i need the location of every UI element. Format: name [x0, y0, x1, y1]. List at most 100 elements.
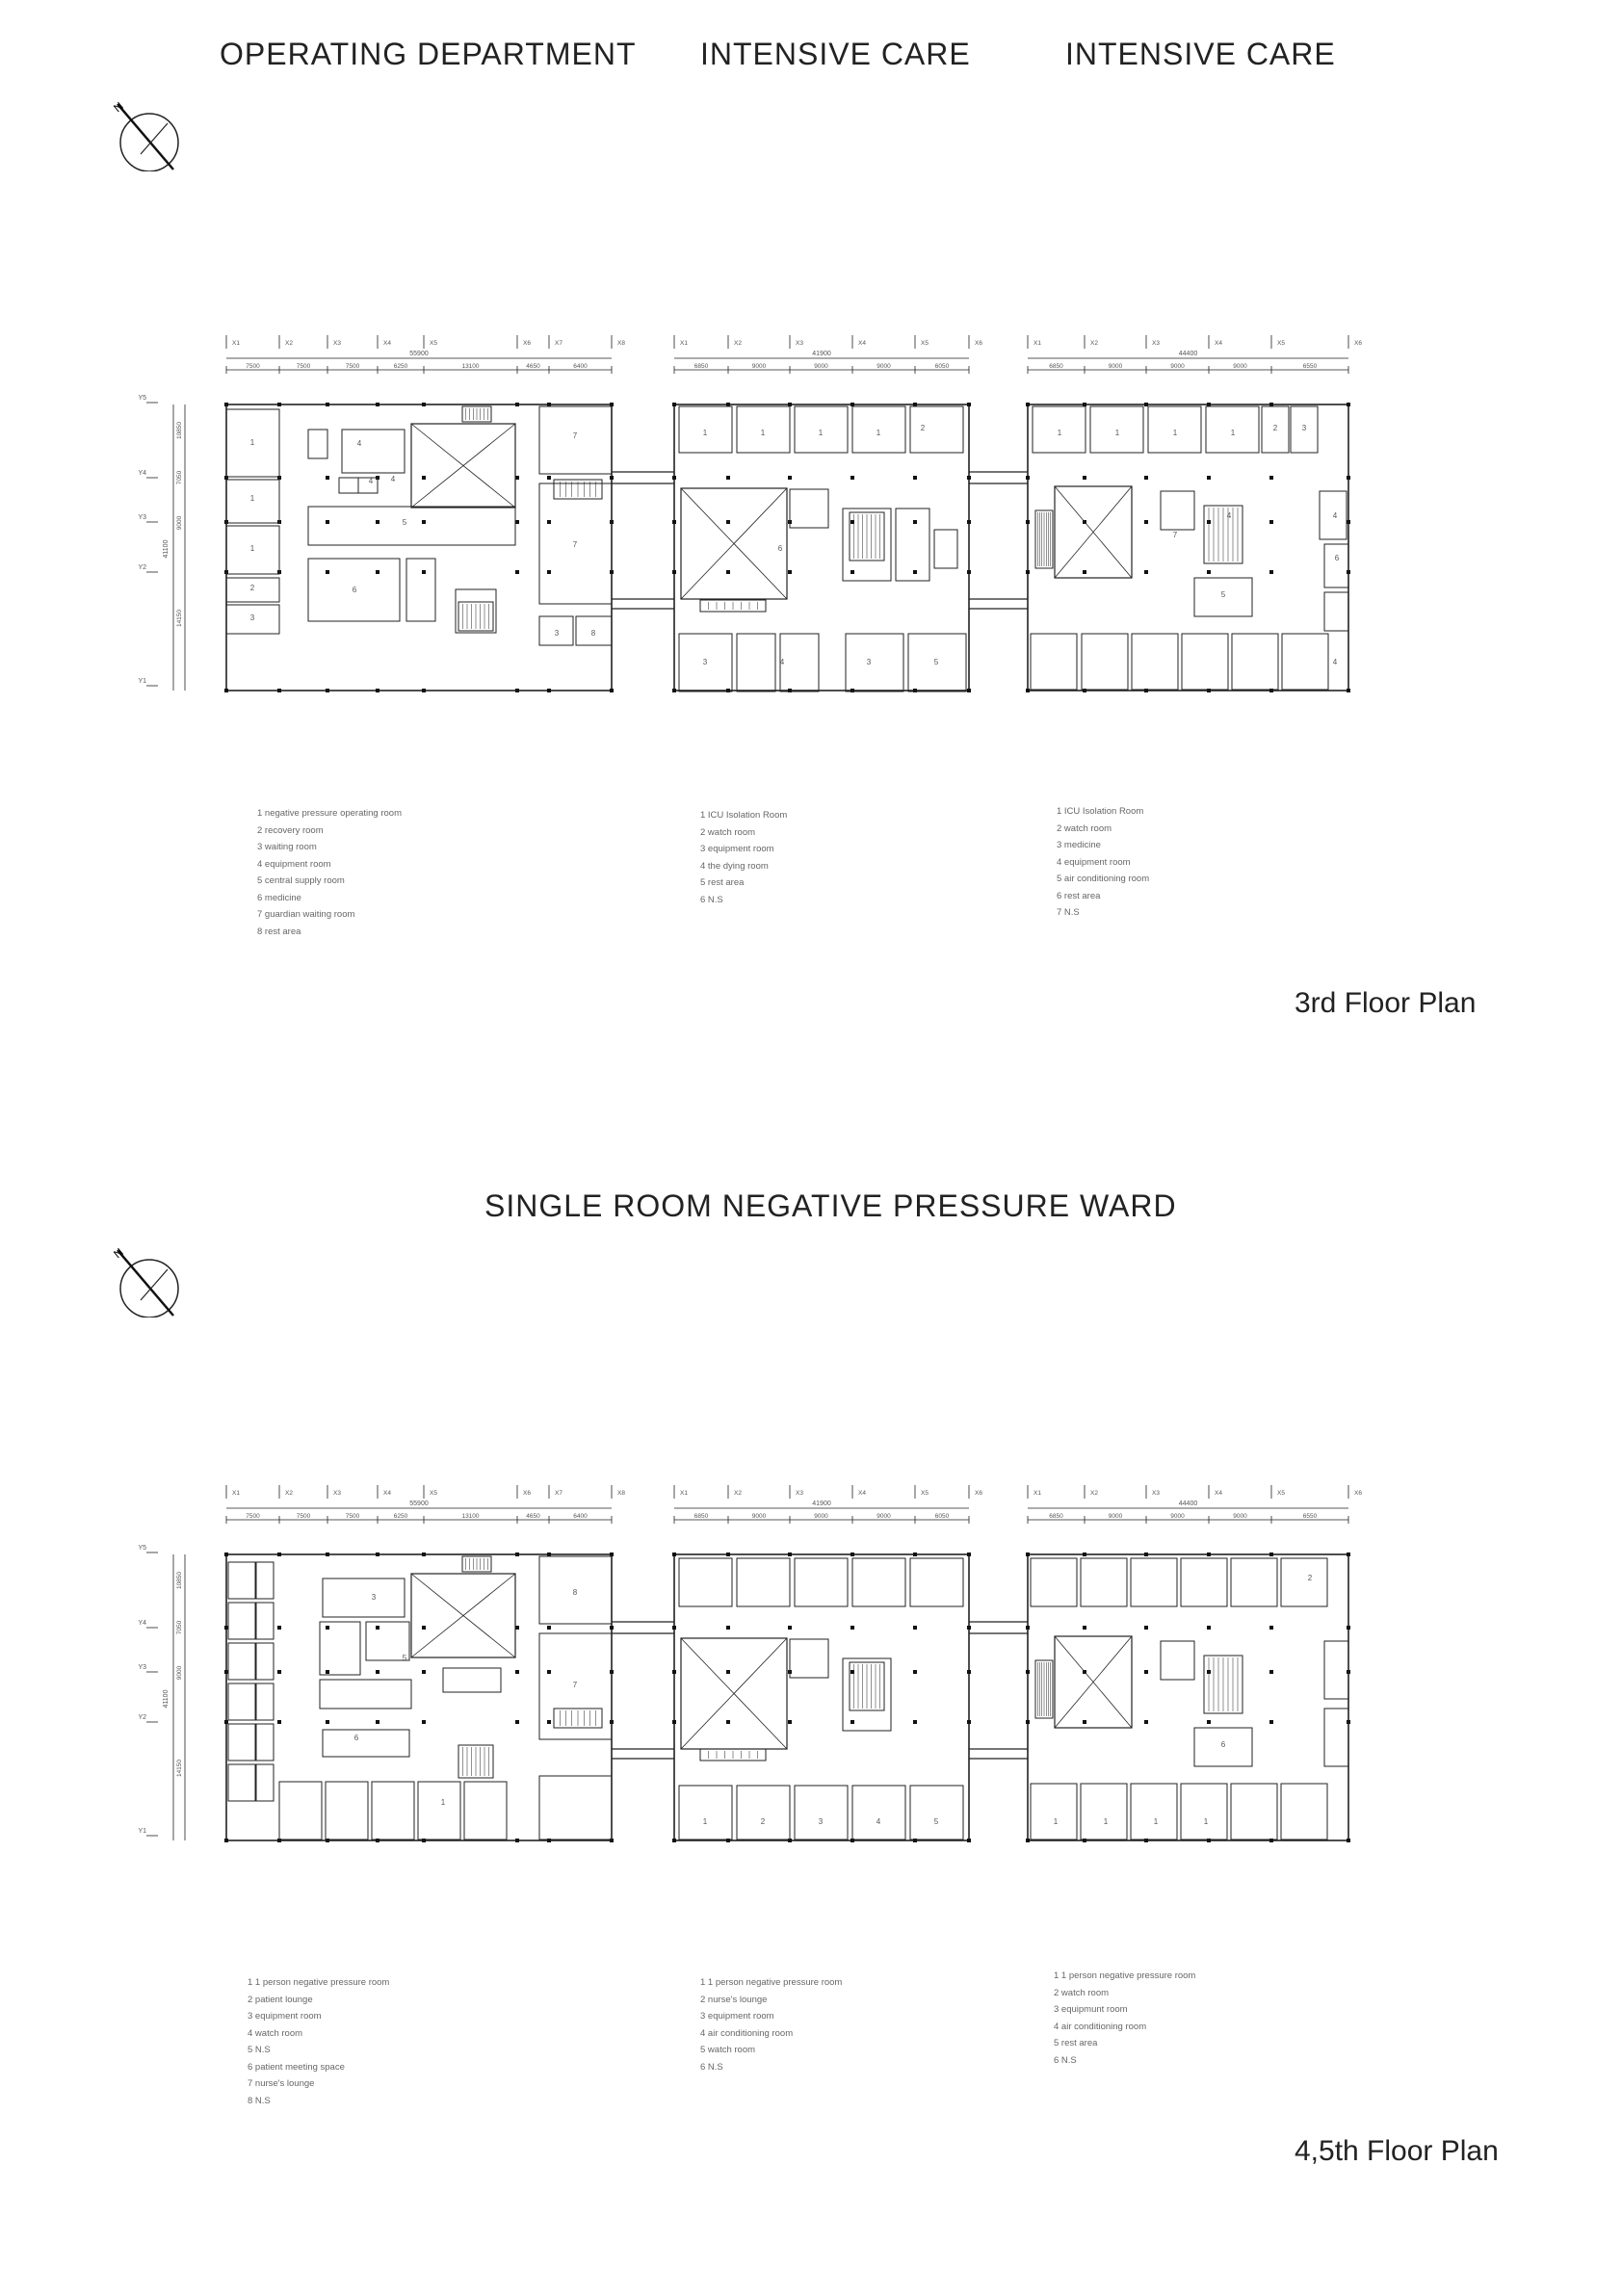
- room: [1130, 1557, 1178, 1607]
- grid-axis-label: X5: [1277, 340, 1285, 347]
- room: [794, 1785, 849, 1840]
- column: [376, 1720, 379, 1724]
- column: [422, 1720, 426, 1724]
- dimension-segment: 13100: [461, 363, 479, 370]
- column: [1269, 1720, 1273, 1724]
- column: [967, 520, 971, 524]
- room-number: 8: [573, 1588, 578, 1597]
- dimension-segment: 10850: [176, 1572, 183, 1589]
- column: [1083, 1839, 1086, 1842]
- room: [933, 529, 958, 569]
- room: [736, 405, 791, 454]
- room: [1193, 577, 1253, 617]
- column: [376, 1670, 379, 1674]
- room: [1323, 1640, 1349, 1700]
- room: [255, 1723, 275, 1761]
- column: [1026, 689, 1030, 692]
- column: [326, 1720, 329, 1724]
- room: [255, 1561, 275, 1600]
- column: [422, 689, 426, 692]
- column: [326, 476, 329, 480]
- column: [788, 689, 792, 692]
- column: [913, 1839, 917, 1842]
- column: [326, 1670, 329, 1674]
- room-number: 5: [403, 518, 407, 527]
- column: [913, 1720, 917, 1724]
- room: [255, 1602, 275, 1640]
- room: [1080, 1783, 1128, 1840]
- column: [1083, 476, 1086, 480]
- column: [1207, 1839, 1211, 1842]
- column: [1347, 1626, 1350, 1630]
- column: [850, 570, 854, 574]
- column: [422, 1670, 426, 1674]
- room-number: 6: [1221, 1740, 1226, 1749]
- column: [547, 476, 551, 480]
- column: [610, 403, 614, 406]
- room: [575, 615, 613, 646]
- column: [967, 1670, 971, 1674]
- dimension-segment: 6400: [573, 363, 588, 370]
- column: [515, 1552, 519, 1556]
- room: [1081, 633, 1129, 691]
- grid-axis-label: X6: [975, 340, 982, 347]
- room-number: 1: [819, 429, 824, 437]
- column: [1026, 403, 1030, 406]
- column: [967, 476, 971, 480]
- column: [224, 1626, 228, 1630]
- dimension-segment: 7500: [297, 1513, 311, 1520]
- column: [326, 1552, 329, 1556]
- dimension-segment: 9000: [752, 363, 767, 370]
- column: [672, 1720, 676, 1724]
- stair: [1203, 1655, 1243, 1714]
- room: [463, 1781, 508, 1840]
- room: [1323, 543, 1349, 588]
- grid-axis-label: X4: [858, 340, 866, 347]
- dimension-total: 55900: [409, 1500, 429, 1507]
- column: [726, 403, 730, 406]
- column: [850, 520, 854, 524]
- dimension-segment: 6850: [694, 1513, 709, 1520]
- column: [788, 1552, 792, 1556]
- column: [788, 1720, 792, 1724]
- column: [1083, 403, 1086, 406]
- stair: [553, 1708, 603, 1729]
- room: [455, 588, 497, 634]
- dimension-segment: 6250: [394, 1513, 408, 1520]
- column: [1269, 520, 1273, 524]
- stair: [461, 1555, 492, 1573]
- grid-axis-label: X5: [1277, 1490, 1285, 1497]
- room: [322, 1578, 406, 1618]
- north-arrow-icon: N: [111, 99, 179, 171]
- room-number: 4: [1333, 511, 1338, 520]
- stair: [699, 1748, 767, 1761]
- room: [319, 1621, 361, 1676]
- column: [1269, 1839, 1273, 1842]
- room: [357, 477, 379, 494]
- room-number: 6: [354, 1734, 359, 1742]
- room-number: 4: [369, 477, 374, 485]
- atrium-void: [410, 1573, 516, 1658]
- column: [326, 403, 329, 406]
- room: [538, 615, 574, 646]
- column: [422, 570, 426, 574]
- column: [610, 689, 614, 692]
- room: [307, 558, 401, 622]
- column: [326, 689, 329, 692]
- room-number: 5: [1221, 590, 1226, 599]
- room: [1160, 1640, 1195, 1681]
- grid-axis-label: X3: [796, 340, 803, 347]
- column: [610, 1839, 614, 1842]
- column: [326, 1626, 329, 1630]
- column: [1026, 1670, 1030, 1674]
- column: [913, 570, 917, 574]
- room: [1290, 405, 1319, 454]
- room: [225, 479, 280, 524]
- room: [909, 405, 964, 454]
- room: [319, 1679, 412, 1709]
- room-number: 2: [1308, 1574, 1313, 1582]
- column: [1144, 1720, 1148, 1724]
- room: [442, 1667, 502, 1693]
